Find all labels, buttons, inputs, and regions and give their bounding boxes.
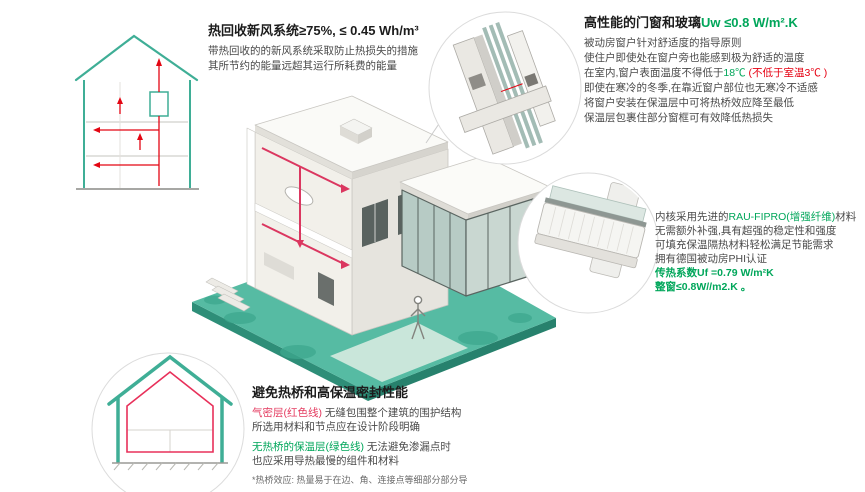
airtight-layer-desc: 无缝包围整个建筑的围护结构 <box>322 407 462 419</box>
thermal-bridge-footnote: *热桥效应: 热量易于在边、角、连接点等细部分部分导 <box>252 475 468 485</box>
windows-line: 在室内,窗户表面温度不得低于18℃ (不低于室温3℃ ) <box>584 66 864 81</box>
windows-title: 高性能的门窗和玻璃Uw ≤0.8 W/m².K <box>584 12 864 31</box>
windows-line: 保温层包裹住部分窗框可有效降低热损失 <box>584 112 773 124</box>
person-figure <box>410 295 426 340</box>
window-detail-circle <box>428 11 582 165</box>
profile-uf-value: 传热系数Uf =0.79 W/m²K <box>655 267 774 279</box>
insulation-layer-line <box>107 354 233 406</box>
profile-uw-value: 整窗≤0.8W//m2.K 。 <box>655 281 752 293</box>
window-profile-circle <box>517 172 659 314</box>
kitchen-cabinet <box>264 252 294 280</box>
thermal-bridge-diagram <box>91 352 245 492</box>
ventilation-section-diagram <box>74 34 199 190</box>
hrv-unit <box>149 91 169 117</box>
airtight-layer-line-text: 气密层(红色线) 无缝包围整个建筑的围护结构 <box>252 406 582 420</box>
airtight-layer-line <box>126 370 214 453</box>
heat-recovery-desc2: 其所节约的能量远超其运行所耗费的能量 <box>208 60 397 72</box>
heat-recovery-title: 热回收新风系统≥75%, ≤ 0.45 Wh/m³ <box>208 23 419 38</box>
thermal-bridge-title: 避免热桥和高保温密封性能 <box>252 385 409 400</box>
profile-line-post: 材料 <box>835 211 857 223</box>
windows-line: 被动房窗户针对舒适度的指导原则 <box>584 37 742 49</box>
thermal-bridge-line: 所选用材料和节点应在设计阶段明确 <box>252 421 420 433</box>
windows-line: 即使在寒冷的冬季,在靠近窗户部位也无寒冷不适感 <box>584 82 818 94</box>
airflow-arrows <box>93 58 162 186</box>
windows-note: 高性能的门窗和玻璃Uw ≤0.8 W/m².K 被动房窗户针对舒适度的指导原则 … <box>584 12 864 126</box>
windows-title-green: Uw ≤0.8 W/m².K <box>701 15 798 30</box>
windows-title-black: 高性能的门窗和玻璃 <box>584 15 702 30</box>
windows-line-red: (不低于室温3℃ ) <box>745 67 828 79</box>
insulation-layer-desc: 无法避免渗漏点时 <box>364 441 451 453</box>
profile-line: 内核采用先进的RAU-FIPRO(增强纤维)材料 <box>655 210 865 224</box>
insulation-layer-line-text: 无热桥的保温层(绿色线) 无法避免渗漏点时 <box>252 440 582 454</box>
insulation-layer-label: 无热桥的保温层(绿色线) <box>252 441 364 453</box>
garden-steps <box>205 277 251 312</box>
house-cutaway-illustration <box>246 95 553 340</box>
profile-line-pre: 内核采用先进的 <box>655 211 729 223</box>
interior-door <box>318 272 334 306</box>
windows-line-green: 18℃ <box>723 67 746 79</box>
windows-line-pre: 在室内,窗户表面温度不得低于 <box>584 67 724 79</box>
heat-recovery-desc1: 带热回收的的新风系统采取防止热损失的措施 <box>208 45 418 57</box>
profile-material-note: 内核采用先进的RAU-FIPRO(增强纤维)材料 无需额外补强,具有超强的稳定性… <box>655 210 865 294</box>
walkway <box>330 322 468 382</box>
profile-line: 拥有德国被动房PHI认证 <box>655 253 768 265</box>
floor-slab <box>254 202 353 259</box>
airtight-layer-label: 气密层(红色线) <box>252 407 322 419</box>
thermal-bridge-line: 也应采用导热最慢的组件和材料 <box>252 455 399 467</box>
profile-line: 可填充保温隔热材料轻松满足节能需求 <box>655 239 834 251</box>
profile-line: 无需额外补强,具有超强的稳定性和强度 <box>655 225 837 237</box>
ventilation-ducts <box>261 147 350 269</box>
heat-recovery-note: 热回收新风系统≥75%, ≤ 0.45 Wh/m³ 带热回收的的新风系统采取防止… <box>208 20 458 74</box>
profile-line-green: RAU-FIPRO(增强纤维) <box>728 211 836 223</box>
rooftop-vent-unit <box>339 118 373 144</box>
windows-line: 使住户即使处在窗户旁也能感到极为舒适的温度 <box>584 52 805 64</box>
thermal-bridge-note: 避免热桥和高保温密封性能 气密层(红色线) 无缝包围整个建筑的围护结构 所选用材… <box>252 382 582 486</box>
windows-line: 将窗户安装在保温层中可将热桥效应降至最低 <box>584 97 794 109</box>
